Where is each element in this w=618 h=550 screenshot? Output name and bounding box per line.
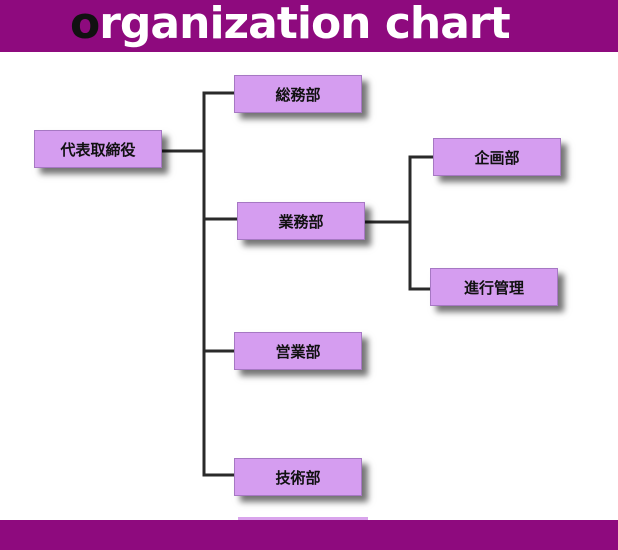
title-first-letter: o bbox=[70, 0, 100, 49]
node-general-affairs: 総務部 bbox=[234, 75, 362, 113]
page-title: organization chart bbox=[70, 0, 511, 54]
node-sales: 営業部 bbox=[234, 332, 362, 370]
title-rest: rganization chart bbox=[99, 0, 510, 49]
node-progress-management: 進行管理 bbox=[430, 268, 558, 306]
header-bar bbox=[0, 0, 618, 52]
footer-bar bbox=[0, 520, 618, 550]
node-planning: 企画部 bbox=[433, 138, 561, 176]
node-technology: 技術部 bbox=[234, 458, 362, 496]
node-business: 業務部 bbox=[237, 202, 365, 240]
footer-node-edge bbox=[238, 517, 368, 521]
node-ceo: 代表取締役 bbox=[34, 130, 162, 168]
